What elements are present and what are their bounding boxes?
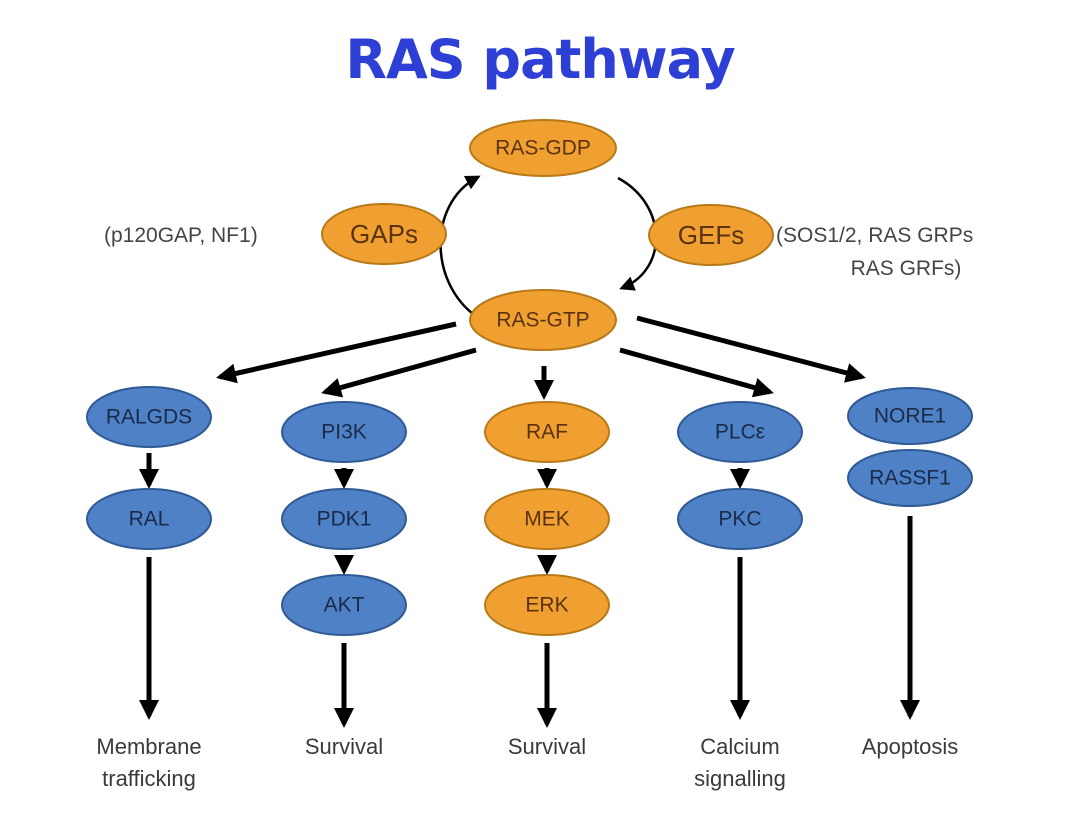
node-label: PKC [718, 508, 761, 531]
outcome-label-line2: trafficking [102, 766, 196, 791]
node-nore1: NORE1 [847, 387, 973, 445]
outcome-label: Survival [305, 734, 383, 759]
arrow-to-pi3k [321, 347, 477, 398]
arrow-to-plce [619, 347, 774, 398]
node-label: RAF [526, 421, 568, 444]
ras-gdp-label: RAS-GDP [495, 137, 591, 160]
node-pdk1: PDK1 [281, 488, 407, 550]
node-label: NORE1 [874, 405, 946, 428]
node-label: PDK1 [317, 508, 372, 531]
node-raf: RAF [484, 401, 610, 463]
node-label: PI3K [321, 421, 367, 444]
gaps-examples: (p120GAP, NF1) [104, 224, 258, 247]
node-akt: AKT [281, 574, 407, 636]
ras-gdp-node: RAS-GDP [469, 119, 617, 177]
arrow-to-nore1 [636, 315, 866, 383]
node-label: MEK [524, 508, 570, 531]
node-label: PLCε [715, 421, 765, 444]
diagram-title: RAS pathway [345, 28, 735, 91]
node-label: RASSF1 [869, 467, 951, 490]
gefs-examples-line2: RAS GRFs) [851, 257, 962, 280]
node-pkc: PKC [677, 488, 803, 550]
node-ralgds: RALGDS [86, 386, 212, 448]
node-label: RAL [129, 508, 170, 531]
node-label: ERK [525, 594, 568, 617]
node-label: AKT [324, 594, 365, 617]
gefs-label: GEFs [678, 220, 744, 250]
outcome-label: Calcium [700, 734, 779, 759]
outcome-label-line2: signalling [694, 766, 786, 791]
gaps-node: GAPs [321, 203, 447, 265]
branch-1: RALGDS RAL Membrane trafficking [86, 386, 212, 791]
outcome-label: Membrane [96, 734, 201, 759]
gefs-node: GEFs [648, 204, 774, 266]
node-erk: ERK [484, 574, 610, 636]
branch-3: RAF MEK ERK Survival [484, 401, 610, 759]
node-plc: PLCε [677, 401, 803, 463]
ras-gtp-label: RAS-GTP [496, 309, 589, 332]
node-label: RALGDS [106, 406, 192, 429]
node-pi3k: PI3K [281, 401, 407, 463]
outcome-label: Survival [508, 734, 586, 759]
node-rassf1: RASSF1 [847, 449, 973, 507]
arrow-to-ralgds [216, 321, 457, 384]
node-mek: MEK [484, 488, 610, 550]
gefs-examples-line1: (SOS1/2, RAS GRPs [776, 224, 973, 247]
gaps-label: GAPs [350, 219, 418, 249]
node-ral: RAL [86, 488, 212, 550]
gap-cycle-arrow [439, 175, 483, 322]
outcome-label: Apoptosis [862, 734, 959, 759]
ras-gtp-node: RAS-GTP [469, 289, 617, 351]
